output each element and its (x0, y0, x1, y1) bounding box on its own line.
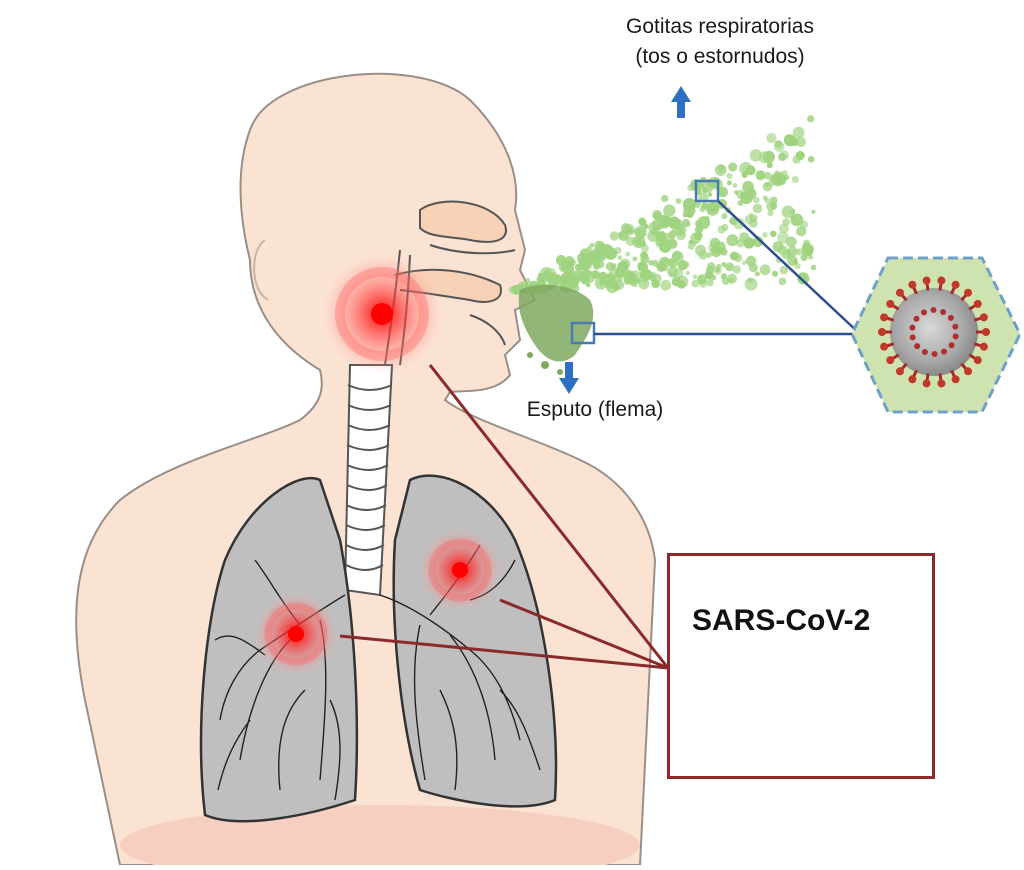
virus-name-label: SARS-CoV-2 (692, 604, 871, 637)
zoom-square-droplets (694, 179, 720, 203)
up-arrow-icon (671, 86, 691, 118)
virus-box: SARS-CoV-2 (667, 553, 935, 779)
down-arrow-icon (559, 362, 579, 394)
sputum-label: Esputo (flema) (526, 398, 664, 421)
droplets-label-line2: (tos o estornudos) (635, 45, 805, 68)
infection-right-lung (418, 528, 502, 612)
sputum-cloud (518, 284, 594, 375)
droplets-label: Gotitas respiratorias (tos o estornudos) (560, 12, 880, 72)
connector-lines (339, 364, 670, 670)
zoom-indicators (570, 179, 861, 345)
infection-throat (322, 254, 442, 374)
respiratory-droplets (508, 115, 817, 296)
infection-left-lung (254, 592, 338, 676)
droplets-label-line1: Gotitas respiratorias (626, 15, 814, 38)
virus-hexagon (850, 256, 1022, 414)
coronavirus-icon (878, 276, 990, 388)
